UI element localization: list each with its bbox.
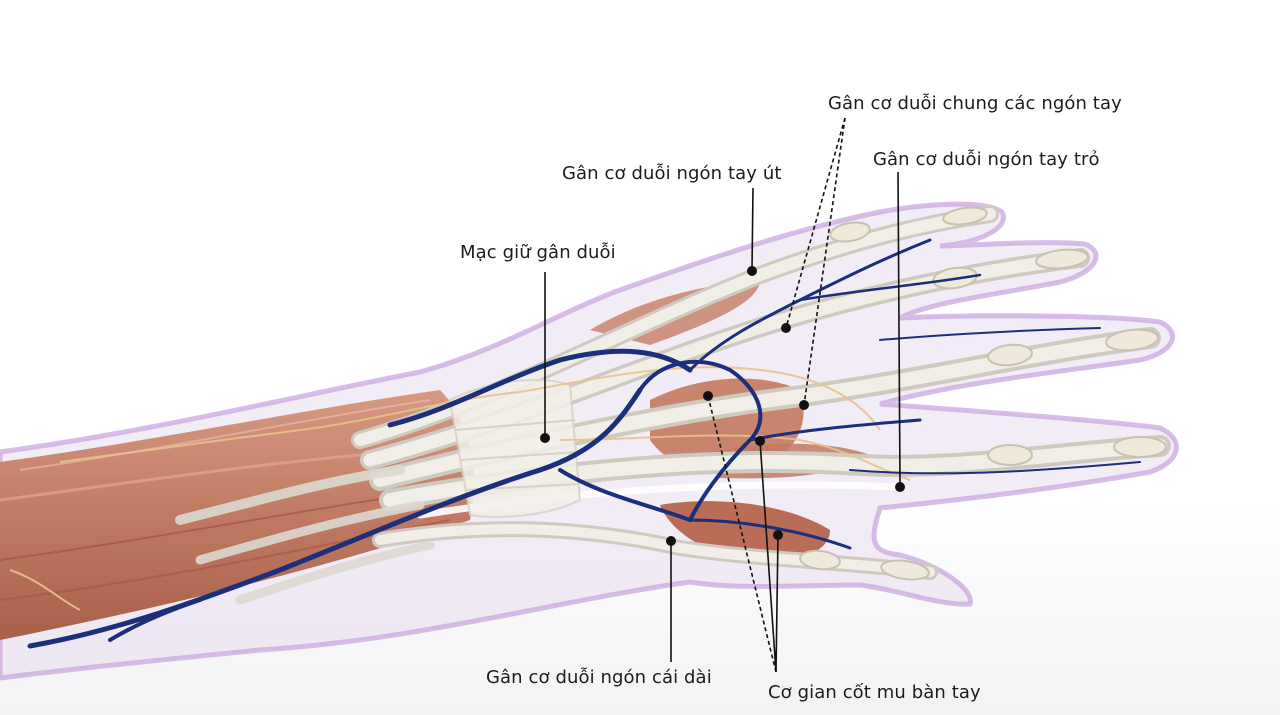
nerves [9,366,911,611]
leader-lines [544,117,901,673]
label-extensor-retinaculum: Mạc giữ gân duỗi [460,242,616,263]
leader-common-1 [785,117,846,329]
dot-index [895,482,905,492]
dot-retinaculum [540,433,550,443]
dot-interossei-3 [773,530,783,540]
leader-index [897,171,901,486]
dot-interossei-1 [703,391,713,401]
veins [27,238,1141,649]
label-little-finger-extensor: Gân cơ duỗi ngón tay út [562,163,782,184]
dot-little [747,266,757,276]
leader-interossei-1 [707,395,777,673]
leader-little [751,187,754,271]
dot-common-2 [799,400,809,410]
label-extensor-pollicis-longus: Gân cơ duỗi ngón cái dài [486,667,712,688]
dot-interossei-2 [755,436,765,446]
label-common-extensor: Gân cơ duỗi chung các ngón tay [828,93,1122,114]
leader-interossei-2 [759,440,777,673]
label-dorsal-interossei: Cơ gian cốt mu bàn tay [768,682,981,703]
leader-interossei-3 [775,534,779,673]
leader-common-2 [803,117,846,406]
label-index-extensor: Gân cơ duỗi ngón tay trỏ [873,149,1100,170]
dot-common-1 [781,323,791,333]
dot-pollicis [666,536,676,546]
leader-dots [540,266,905,546]
